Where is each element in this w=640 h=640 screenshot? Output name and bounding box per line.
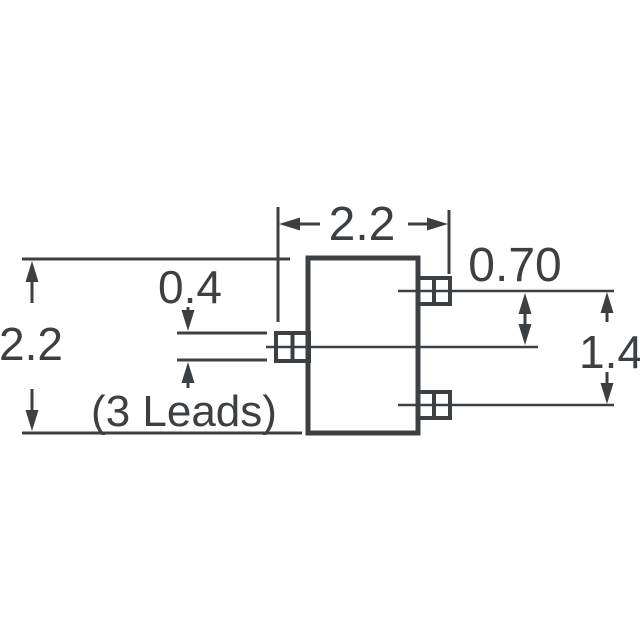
arrow-up-icon — [518, 293, 532, 314]
centerlines-group — [266, 289, 614, 407]
arrow-up-icon — [600, 292, 614, 313]
arrow-down-icon — [25, 410, 39, 431]
dim-lead-thickness: 0.4 — [158, 261, 267, 388]
dim-lead-offset: 0.70 — [468, 239, 562, 345]
dim-lead-span-label: 1.4 — [579, 326, 640, 378]
dim-overall-width: 2.2 — [276, 198, 451, 322]
dim-lead-offset-label: 0.70 — [468, 239, 561, 292]
package-body-outline — [305, 255, 421, 436]
dim-overall-height-label: 2.2 — [0, 318, 63, 370]
dim-lead-span: 1.4 — [579, 292, 640, 404]
arrow-left-icon — [279, 217, 300, 231]
arrow-down-icon — [518, 324, 532, 345]
dim-overall-height: 2.2 — [0, 257, 302, 435]
dim-overall-width-label: 2.2 — [329, 198, 396, 251]
arrow-up-icon — [181, 362, 195, 383]
dim-lead-thickness-label: 0.4 — [158, 261, 222, 313]
package-body-group — [274, 255, 452, 436]
arrow-right-icon — [427, 217, 448, 231]
arrow-down-icon — [181, 310, 195, 331]
arrow-up-icon — [25, 261, 39, 282]
arrow-down-icon — [600, 383, 614, 404]
leads-note-label: (3 Leads) — [91, 387, 277, 436]
